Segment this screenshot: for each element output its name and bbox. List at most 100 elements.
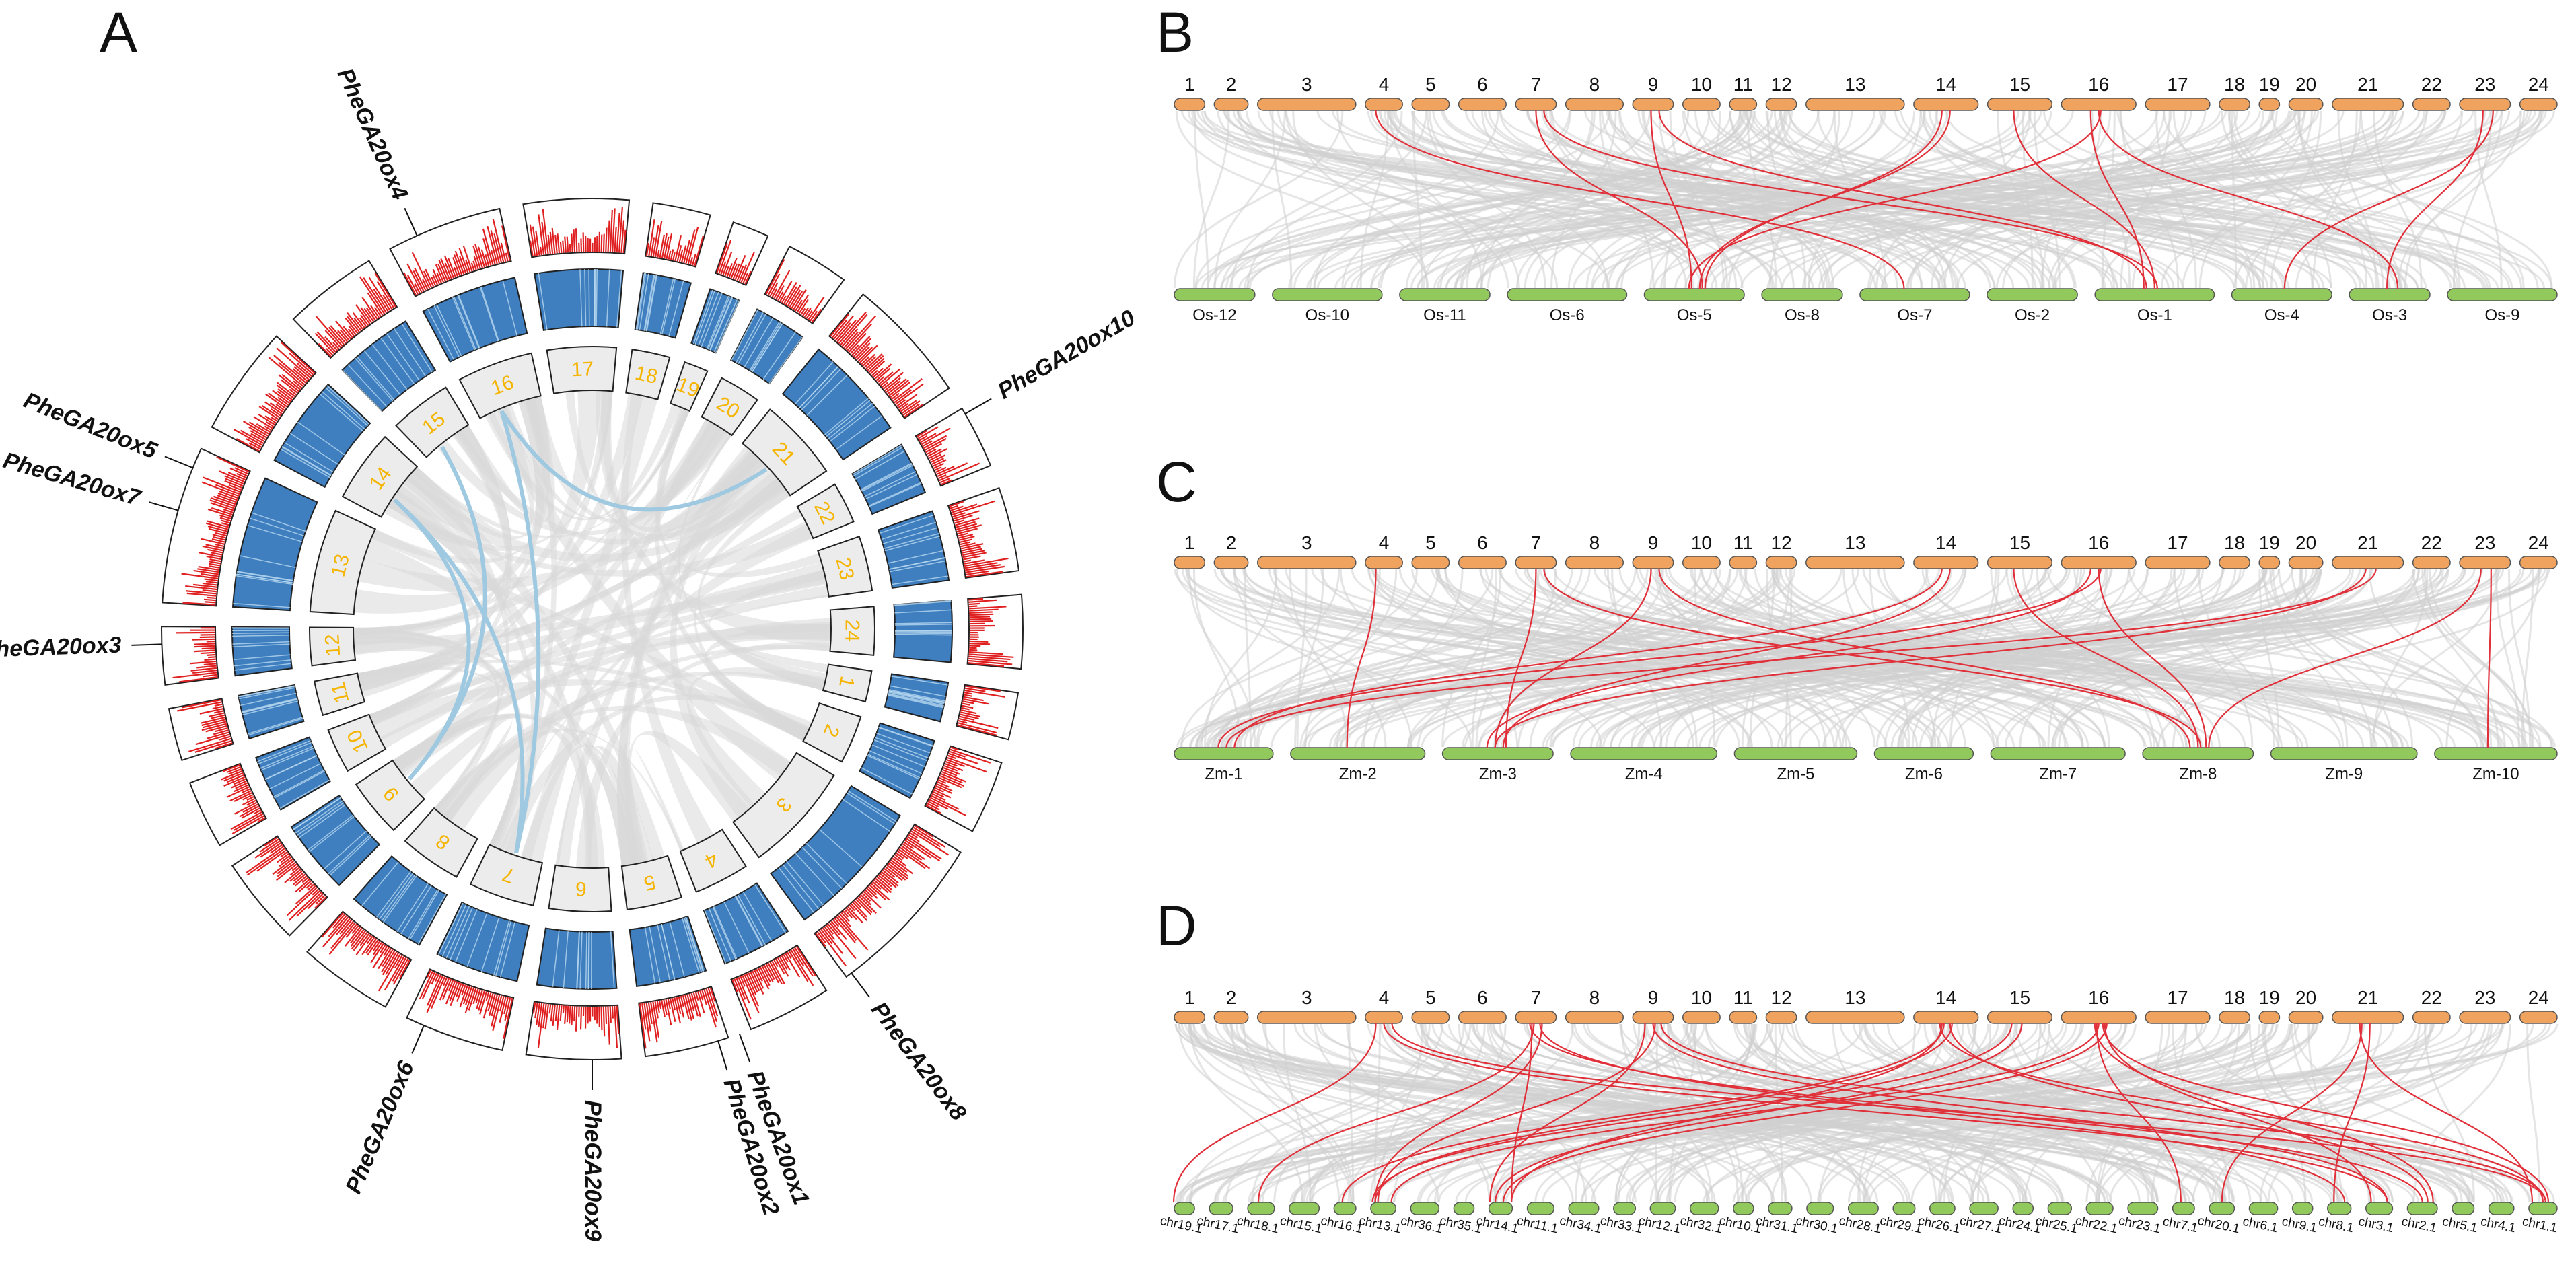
query-chromosome-label: 13 [1845, 532, 1865, 553]
density-bar [359, 317, 367, 328]
heatmap-stripe [794, 361, 834, 405]
chromosome-box [395, 386, 470, 458]
density-bar [337, 330, 349, 342]
density-bar [876, 876, 893, 891]
density-bar [276, 347, 311, 379]
density-bar [906, 838, 940, 862]
density-bar [207, 525, 228, 532]
density-bar [965, 685, 1001, 692]
density-bar [235, 782, 248, 789]
red-collinear-link [2486, 568, 2492, 748]
density-bar [903, 841, 915, 850]
heatmap-stripe [888, 689, 945, 702]
density-bar [836, 320, 857, 342]
density-bar [209, 561, 221, 565]
heatmap-stripe [659, 278, 674, 334]
density-bar [598, 231, 601, 252]
density-bar [201, 573, 219, 577]
query-chromosome [2332, 556, 2404, 569]
gray-synteny-line [2004, 569, 2444, 748]
red-collinear-link [1346, 568, 1377, 748]
density-bar [190, 667, 217, 672]
gray-synteny-line [1869, 110, 2445, 289]
heatmap-stripe [427, 308, 455, 361]
gray-synteny-line [1230, 569, 1439, 748]
target-chromosome-label: Zm-5 [1777, 765, 1814, 783]
target-chromosome [1453, 1202, 1475, 1215]
gray-synteny-line [1232, 110, 2114, 289]
gray-synteny-ribbon [655, 406, 822, 578]
density-bar [234, 801, 258, 815]
density-bar [264, 401, 283, 415]
query-chromosome-label: 24 [2528, 987, 2549, 1008]
density-bar [769, 962, 783, 984]
density-bar [212, 534, 226, 539]
density-bar [871, 369, 878, 377]
density-bar [674, 997, 682, 1024]
chromosome-box [741, 408, 828, 497]
gray-synteny-line [1422, 110, 1690, 289]
gray-synteny-line [1526, 1023, 2188, 1202]
heatmap-stripe [257, 739, 311, 762]
density-bar [206, 731, 229, 739]
heatmap-stripe [682, 918, 700, 974]
gray-synteny-line [1584, 110, 2489, 289]
gray-link-group [353, 390, 831, 868]
density-bar [472, 988, 479, 1005]
density-bar [224, 480, 243, 489]
heatmap-stripe [596, 269, 598, 327]
target-chromosome [1873, 747, 1974, 760]
query-chromosome [1213, 1011, 1249, 1024]
heatmap-stripe [643, 274, 655, 331]
density-bar [968, 655, 1011, 661]
gene-label: PheGA20ox8 [866, 997, 972, 1125]
density-bar [181, 573, 219, 579]
density-bar [959, 715, 975, 721]
chromosome-box [355, 759, 425, 832]
query-chromosome-label: 15 [2009, 532, 2030, 553]
target-chromosome [1333, 1202, 1357, 1215]
density-bar [427, 970, 432, 978]
gray-synteny-line [1194, 110, 1209, 289]
density-bar [943, 766, 960, 775]
density-bar [738, 264, 747, 282]
chromosome-18: 18 [625, 202, 711, 400]
gray-synteny-line [1351, 569, 2147, 748]
query-chromosome [1805, 1011, 1905, 1024]
target-chromosome-label: chr20.1 [2196, 1214, 2241, 1237]
density-bar [690, 992, 699, 1017]
gray-synteny-line [1658, 110, 1728, 289]
red-collinear-link [1233, 568, 1943, 748]
density-bar [933, 462, 945, 469]
density-bar [909, 832, 918, 839]
density-bar [548, 1004, 552, 1014]
density-bar [898, 403, 908, 410]
density-bar [796, 294, 810, 313]
target-chromosome [1570, 747, 1718, 760]
chromosome-box [341, 435, 419, 518]
density-bar [919, 435, 928, 441]
red-collinear-link [1660, 1023, 2547, 1203]
density-bar [661, 1000, 666, 1017]
query-chromosome-label: 2 [1226, 987, 1237, 1008]
gray-synteny-ribbon [369, 495, 489, 722]
density-bar [944, 762, 964, 772]
density-bar [912, 828, 941, 848]
density-bar [231, 780, 247, 789]
gray-synteny-line [1380, 1023, 1748, 1202]
density-bar [607, 220, 610, 252]
density-bar [257, 817, 266, 823]
density-bar [875, 367, 891, 382]
density-bar [852, 902, 867, 918]
query-chromosome [1632, 1011, 1674, 1024]
gray-synteny-line [1217, 110, 1703, 289]
density-bar [223, 776, 246, 787]
target-chromosome [1441, 747, 1554, 760]
density-bar [609, 209, 613, 252]
density-bar [759, 966, 771, 986]
density-bar [193, 643, 215, 645]
density-bar [718, 240, 732, 274]
heatmap-stripe [801, 368, 842, 411]
density-bar [962, 552, 987, 558]
query-chromosome-label: 5 [1425, 532, 1436, 553]
